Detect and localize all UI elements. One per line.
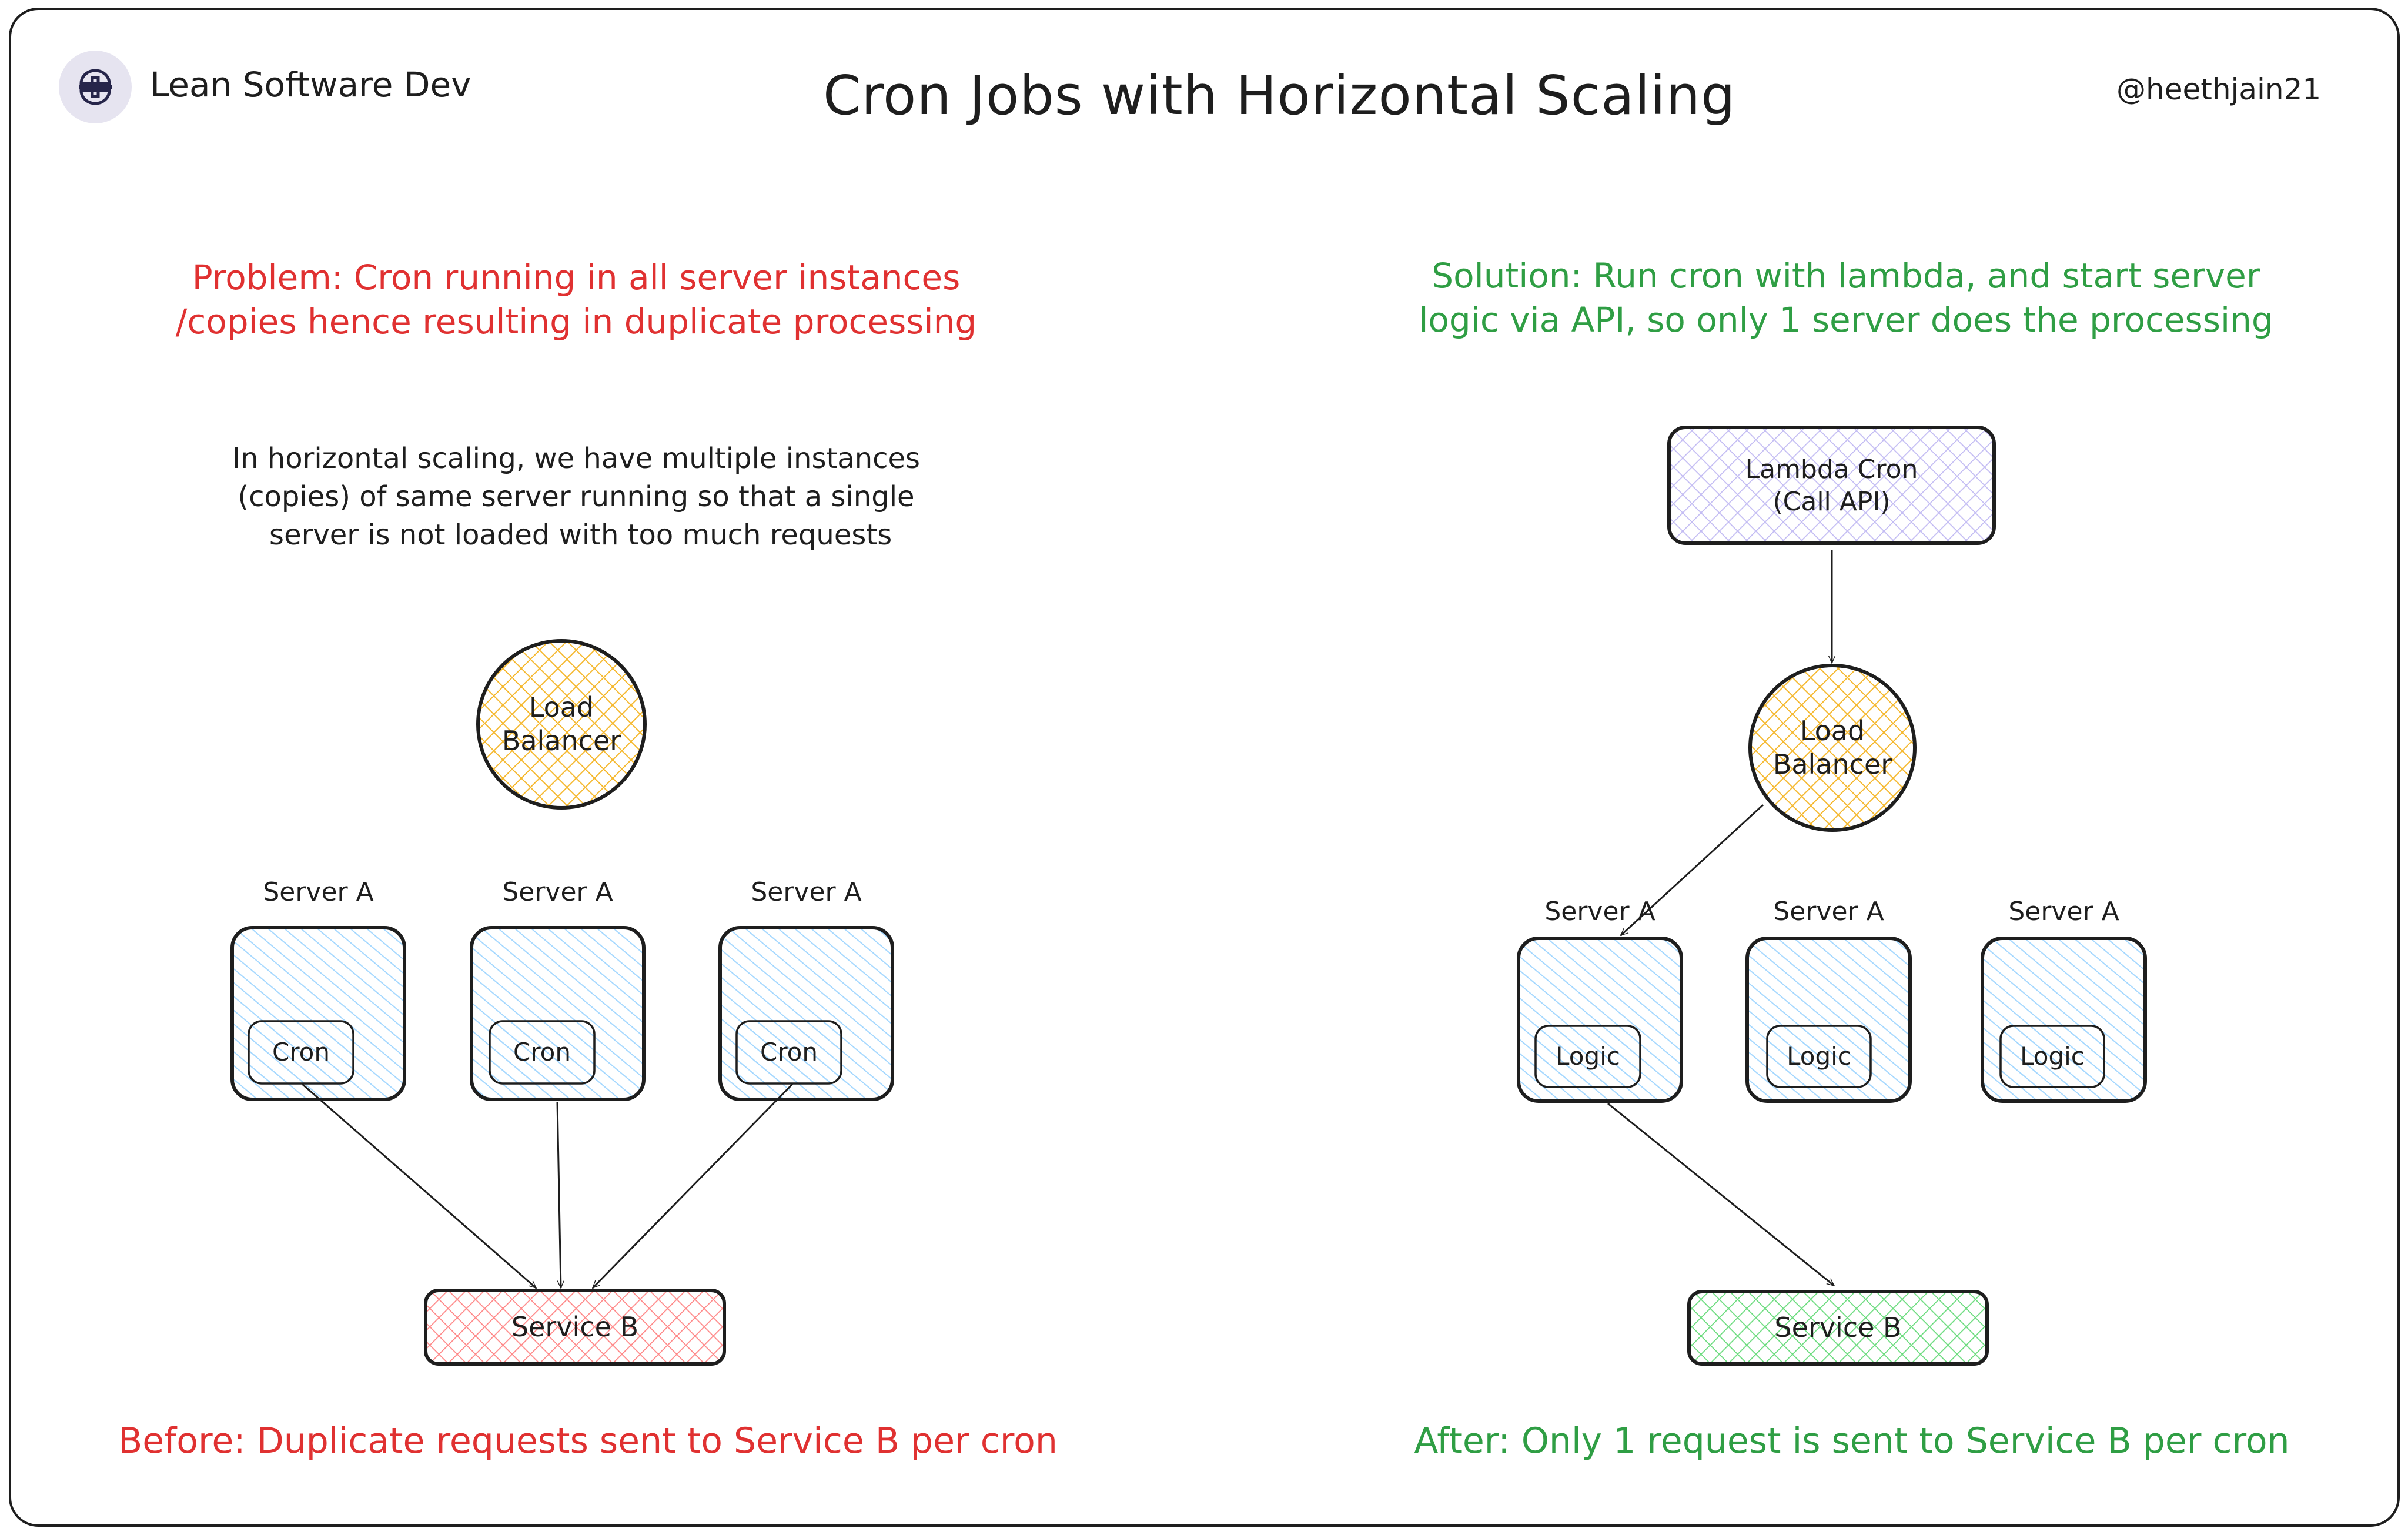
server-before-3 — [718, 926, 894, 1101]
load-balancer-before-label: Load Balancer — [501, 691, 621, 757]
logic-box-1 — [1534, 1025, 1641, 1088]
logic-box-2 — [1766, 1025, 1872, 1088]
server-after-2 — [1745, 937, 1912, 1103]
arrow-load-balancer-to-server-1 — [1621, 804, 1764, 935]
arrow-logic-to-service-b — [1607, 1102, 1834, 1287]
outer-frame — [9, 8, 2400, 1527]
logic-3-label: Logic — [2020, 1041, 2085, 1071]
problem-statement: Problem: Cron running in all server inst… — [175, 257, 977, 342]
shou-symbol-icon — [79, 69, 112, 105]
server-before-1-label: Server A — [263, 877, 374, 907]
logic-2-label: Logic — [1787, 1041, 1851, 1071]
author-handle: @heethjain21 — [2116, 72, 2322, 106]
server-after-3-label: Server A — [2008, 897, 2119, 927]
cron-box-3 — [735, 1020, 842, 1085]
logic-1-label: Logic — [1556, 1041, 1620, 1071]
arrow-cron3-to-service-b — [593, 1083, 794, 1288]
cron-box-1 — [248, 1020, 354, 1085]
horizontal-scaling-explanation: In horizontal scaling, we have multiple … — [232, 442, 921, 551]
load-balancer-after — [1748, 664, 1917, 832]
service-b-before-label: Service B — [511, 1310, 639, 1343]
cron-3-label: Cron — [760, 1037, 818, 1066]
server-before-3-label: Server A — [751, 877, 862, 907]
server-before-2-label: Server A — [502, 877, 613, 907]
logic-box-3 — [1999, 1025, 2105, 1088]
server-after-2-label: Server A — [1773, 897, 1884, 927]
lambda-cron-label: Lambda Cron (Call API) — [1745, 454, 1918, 517]
arrow-cron2-to-service-b — [556, 1102, 561, 1288]
load-balancer-after-label: Load Balancer — [1772, 714, 1892, 781]
server-after-1-label: Server A — [1544, 897, 1656, 927]
service-b-after — [1687, 1290, 1989, 1366]
brand-logo — [59, 51, 132, 123]
brand-name: Lean Software Dev — [150, 65, 471, 105]
server-after-3 — [1981, 937, 2147, 1103]
service-b-after-label: Service B — [1774, 1311, 1902, 1343]
service-b-before — [424, 1289, 726, 1366]
lambda-cron-box — [1667, 426, 1996, 545]
cron-1-label: Cron — [272, 1037, 330, 1066]
server-before-1 — [230, 926, 406, 1101]
load-balancer-before — [476, 639, 647, 810]
before-caption: Before: Duplicate requests sent to Servi… — [118, 1420, 1058, 1462]
server-before-2 — [470, 926, 646, 1101]
cron-2-label: Cron — [513, 1037, 571, 1066]
cron-box-2 — [489, 1020, 596, 1085]
server-after-1 — [1517, 937, 1683, 1103]
page-title: Cron Jobs with Horizontal Scaling — [823, 64, 1736, 127]
solution-statement: Solution: Run cron with lambda, and star… — [1419, 256, 2273, 340]
arrow-cron1-to-service-b — [302, 1083, 536, 1288]
after-caption: After: Only 1 request is sent to Service… — [1414, 1420, 2290, 1462]
